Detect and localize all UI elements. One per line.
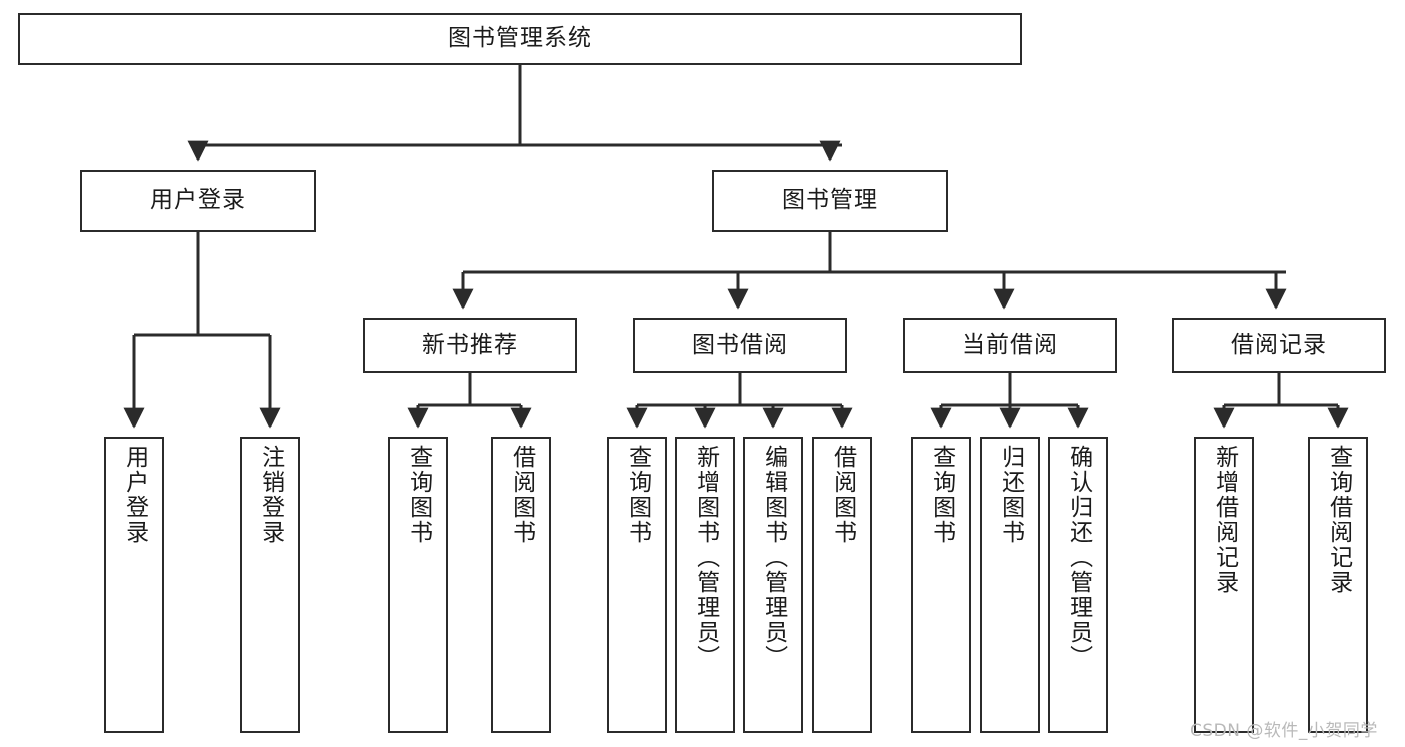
node-book-borrow[interactable]: 图书借阅 [633, 318, 847, 373]
leaf-query-book-3[interactable]: 查询图书 [911, 437, 971, 733]
leaf-add-borrow-record[interactable]: 新增借阅记录 [1194, 437, 1254, 733]
node-label: 用户登录 [121, 445, 148, 545]
node-borrow-record[interactable]: 借阅记录 [1172, 318, 1386, 373]
leaf-query-book-1[interactable]: 查询图书 [388, 437, 448, 733]
node-label: 新增借阅记录 [1211, 445, 1238, 595]
node-label: 新书推荐 [422, 331, 518, 358]
node-label: 注销登录 [257, 445, 284, 545]
node-label: 确认归还（管理员） [1065, 445, 1092, 670]
leaf-user-login[interactable]: 用户登录 [104, 437, 164, 733]
leaf-borrow-book-2[interactable]: 借阅图书 [812, 437, 872, 733]
node-label: 借阅图书 [829, 445, 856, 545]
node-current-borrow[interactable]: 当前借阅 [903, 318, 1117, 373]
node-label: 图书管理系统 [448, 25, 592, 52]
node-label: 图书借阅 [692, 331, 788, 358]
node-label: 当前借阅 [962, 331, 1058, 358]
leaf-logout-login[interactable]: 注销登录 [240, 437, 300, 733]
csdn-watermark: CSDN @软件_小贺同学 [1190, 721, 1378, 741]
node-label: 新增图书（管理员） [692, 445, 719, 670]
node-label: 图书管理 [782, 187, 878, 214]
leaf-edit-book[interactable]: 编辑图书（管理员） [743, 437, 803, 733]
node-label: 编辑图书（管理员） [760, 445, 787, 670]
node-label: 查询图书 [405, 445, 432, 545]
node-label: 查询借阅记录 [1325, 445, 1352, 595]
node-user-login[interactable]: 用户登录 [80, 170, 316, 232]
leaf-borrow-book-1[interactable]: 借阅图书 [491, 437, 551, 733]
node-label: 查询图书 [624, 445, 651, 545]
node-label: 归还图书 [997, 445, 1024, 545]
leaf-add-book[interactable]: 新增图书（管理员） [675, 437, 735, 733]
node-label: 用户登录 [150, 187, 246, 214]
node-book-manage[interactable]: 图书管理 [712, 170, 948, 232]
node-label: 查询图书 [928, 445, 955, 545]
leaf-query-borrow-record[interactable]: 查询借阅记录 [1308, 437, 1368, 733]
node-new-book-recommend[interactable]: 新书推荐 [363, 318, 577, 373]
node-root-book-management-system[interactable]: 图书管理系统 [18, 13, 1022, 65]
leaf-return-book[interactable]: 归还图书 [980, 437, 1040, 733]
node-label: 借阅记录 [1231, 331, 1327, 358]
node-label: 借阅图书 [508, 445, 535, 545]
leaf-query-book-2[interactable]: 查询图书 [607, 437, 667, 733]
leaf-confirm-return[interactable]: 确认归还（管理员） [1048, 437, 1108, 733]
